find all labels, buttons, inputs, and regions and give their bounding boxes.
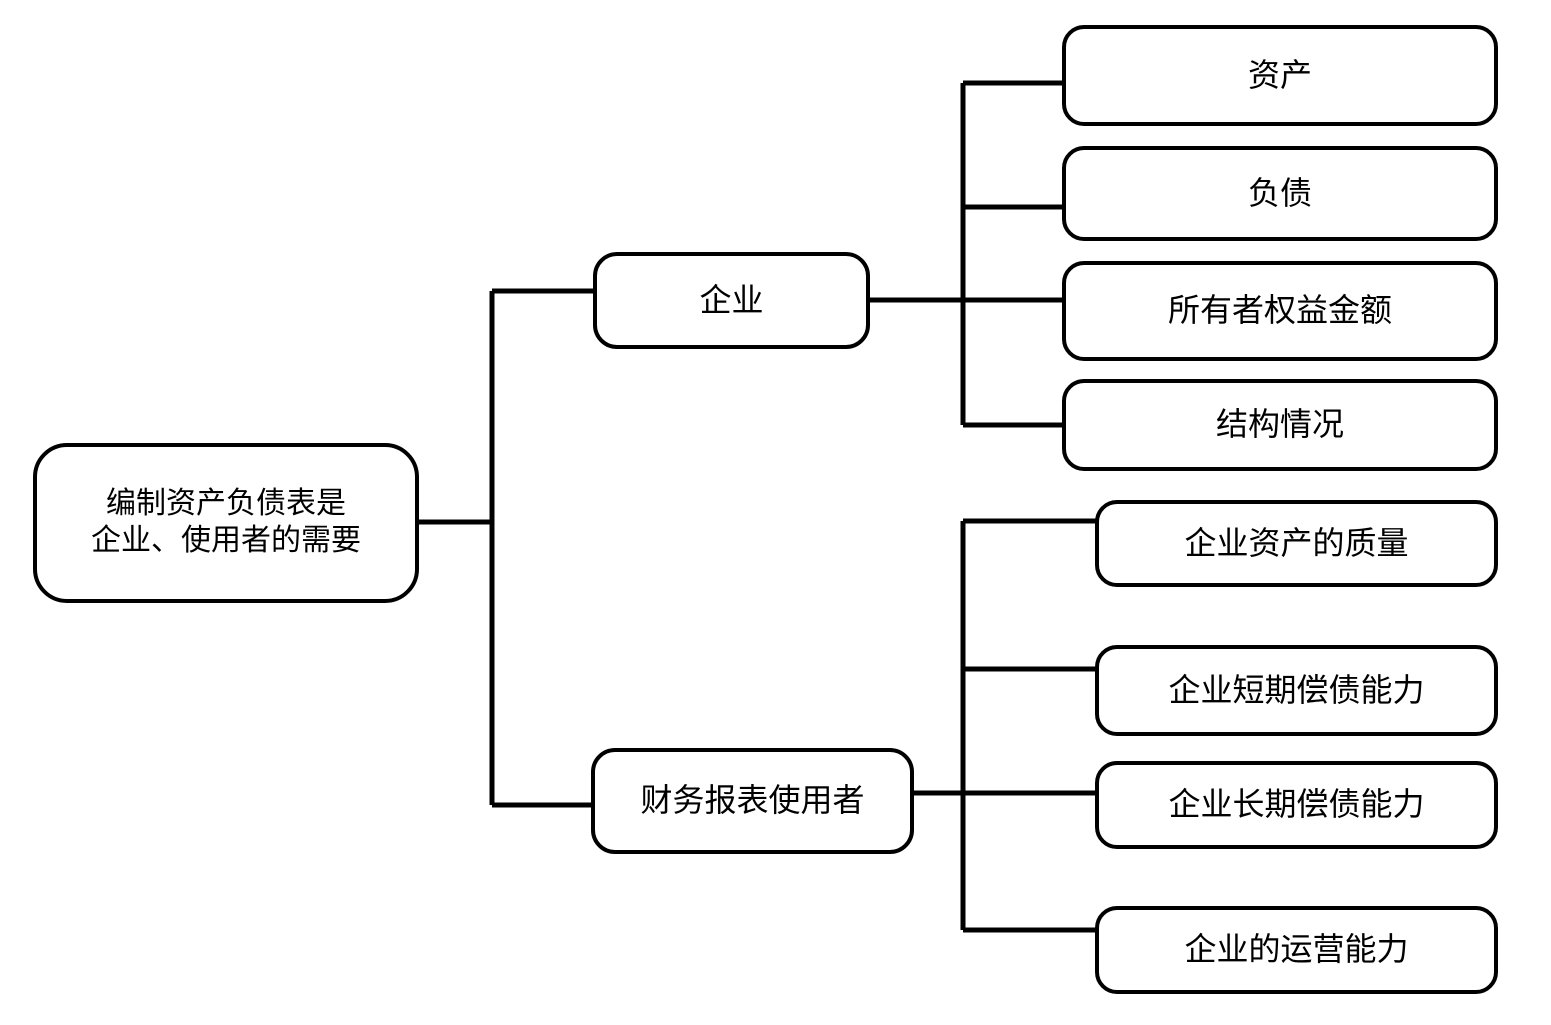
node-leaf-short-term-solvency-label: 企业短期偿债能力	[1168, 670, 1425, 709]
node-branch-enterprise[interactable]: 企业	[593, 252, 870, 349]
node-root-label: 编制资产负债表是 企业、使用者的需要	[91, 486, 361, 558]
node-leaf-operating-capability-label: 企业的运营能力	[1184, 930, 1409, 969]
node-leaf-operating-capability[interactable]: 企业的运营能力	[1095, 906, 1498, 994]
node-leaf-structure-status[interactable]: 结构情况	[1062, 379, 1498, 471]
node-leaf-long-term-solvency-label: 企业长期偿债能力	[1168, 785, 1425, 824]
node-leaf-assets[interactable]: 资产	[1062, 25, 1498, 126]
node-branch-enterprise-label: 企业	[699, 280, 764, 319]
node-leaf-assets-label: 资产	[1247, 55, 1312, 94]
node-leaf-owners-equity-amount[interactable]: 所有者权益金额	[1062, 261, 1498, 361]
node-leaf-asset-quality-label: 企业资产的质量	[1184, 523, 1409, 562]
node-leaf-asset-quality[interactable]: 企业资产的质量	[1095, 500, 1498, 587]
node-leaf-structure-status-label: 结构情况	[1215, 405, 1344, 444]
node-leaf-owners-equity-amount-label: 所有者权益金额	[1167, 291, 1392, 330]
node-leaf-short-term-solvency[interactable]: 企业短期偿债能力	[1095, 645, 1498, 736]
node-leaf-liabilities[interactable]: 负债	[1062, 146, 1498, 241]
node-leaf-liabilities-label: 负债	[1247, 173, 1312, 212]
node-root[interactable]: 编制资产负债表是 企业、使用者的需要	[33, 443, 419, 603]
node-branch-statement-users[interactable]: 财务报表使用者	[591, 748, 914, 854]
node-leaf-long-term-solvency[interactable]: 企业长期偿债能力	[1095, 761, 1498, 849]
node-branch-statement-users-label: 财务报表使用者	[640, 781, 865, 820]
